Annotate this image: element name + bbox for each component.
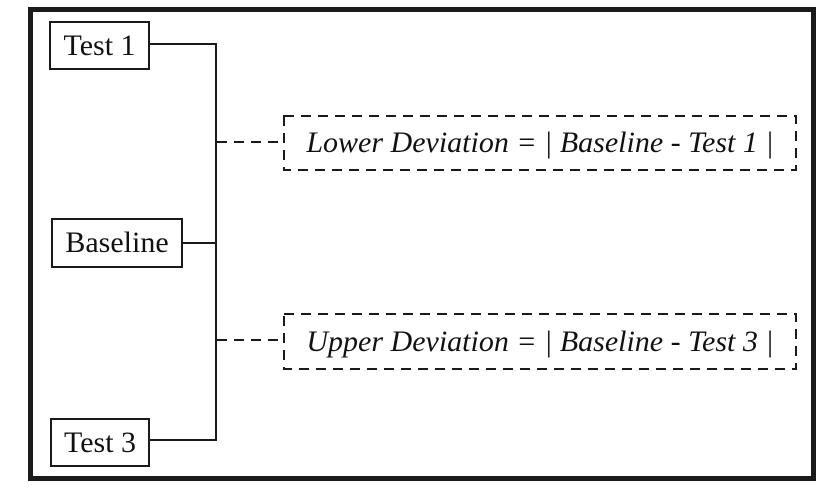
test1-node-label: Test 1 xyxy=(63,28,136,62)
upper-deviation-formula: Upper Deviation = | Baseline - Test 3 | xyxy=(283,313,797,370)
lower-deviation-formula: Lower Deviation = | Baseline - Test 1 | xyxy=(283,115,797,171)
upper-deviation-formula-text: Upper Deviation = | Baseline - Test 3 | xyxy=(306,324,774,358)
baseline-node-label: Baseline xyxy=(65,226,169,259)
test3-node-label: Test 3 xyxy=(63,425,137,459)
lower-deviation-dashed-box xyxy=(283,115,797,171)
test3-node: Test 3 xyxy=(50,418,150,467)
upper-deviation-dashed-box xyxy=(283,313,797,370)
baseline-node: Baseline xyxy=(51,218,183,268)
outer-frame xyxy=(28,7,816,481)
lower-deviation-formula-text: Lower Deviation = | Baseline - Test 1 | xyxy=(306,126,774,159)
test1-node: Test 1 xyxy=(49,21,150,70)
